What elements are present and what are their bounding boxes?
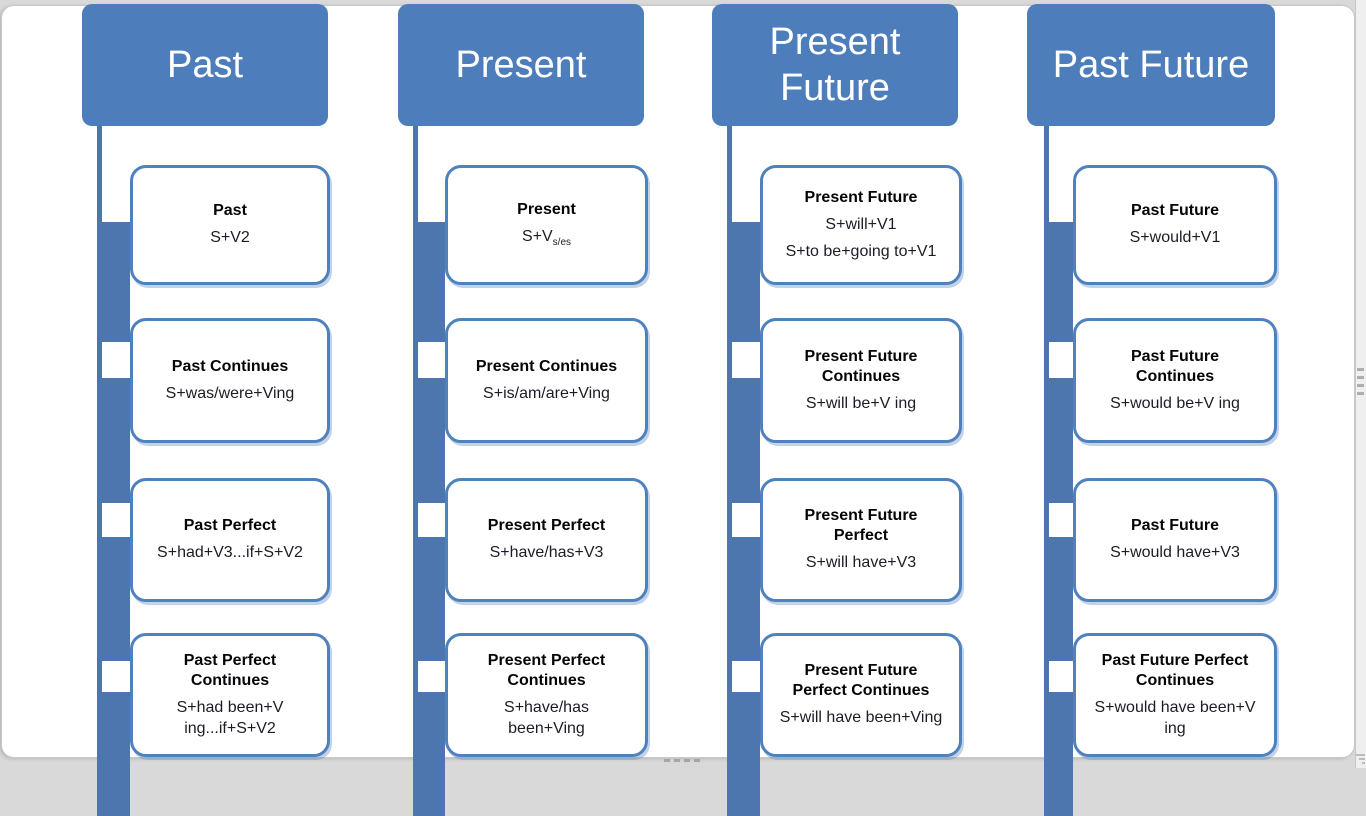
- tense-title: Past: [213, 202, 247, 220]
- connector-stub: [413, 692, 445, 816]
- tense-title: Past Future Continues: [1130, 347, 1219, 385]
- connector-stub: [727, 537, 760, 661]
- tense-title: Present: [517, 201, 576, 218]
- tense-box-past-perfect: Past Perfect S+had+V3...if+S+V2: [130, 478, 330, 602]
- tense-box-past-continues: Past Continues S+was/were+Ving: [130, 318, 330, 443]
- connector-stub: [1044, 378, 1073, 503]
- tense-box-present-future: Present Future S+will+V1 S+to be+going t…: [760, 165, 962, 285]
- tense-title: Past Future Perfect Continues: [1101, 652, 1249, 690]
- formula-main: S+V: [521, 228, 553, 245]
- column-header-present-future: Present Future: [712, 4, 958, 126]
- tense-title: Present Future Continues: [804, 347, 918, 385]
- connector-stub: [727, 692, 760, 816]
- connector-stub: [413, 378, 445, 503]
- tense-box-present-future-perfect: Present Future Perfect S+will have+V3: [760, 478, 962, 602]
- column-header-past-future: Past Future: [1027, 4, 1275, 126]
- connector-stub: [1044, 692, 1073, 816]
- tense-box-past-future-perfect: Past Future S+would have+V3: [1073, 478, 1277, 602]
- tense-box-present: Present S+Vs/es: [445, 165, 648, 285]
- connector-stub: [413, 222, 445, 342]
- tense-box-past-future: Past Future S+would+V1: [1073, 165, 1277, 285]
- tense-box-past-perfect-continues: Past Perfect Continues S+had been+V ing.…: [130, 633, 330, 757]
- tense-box-present-perfect-continues: Present Perfect Continues S+have/has bee…: [445, 633, 648, 757]
- tense-formula: S+was/were+Ving: [165, 384, 295, 402]
- tense-formula: S+would be+V ing: [1110, 394, 1240, 412]
- tense-title: Present Future: [804, 188, 918, 206]
- column-header-present: Present: [398, 4, 644, 126]
- tense-box-present-continues: Present Continues S+is/am/are+Ving: [445, 318, 648, 443]
- tense-title: Present Future Perfect Continues: [792, 662, 930, 700]
- tense-formula: S+V2: [210, 229, 250, 247]
- tense-box-past-future-perfect-continues: Past Future Perfect Continues S+would ha…: [1073, 633, 1277, 757]
- tense-formula: S+have/has+V3: [489, 544, 604, 562]
- tense-title: Past Future: [1130, 202, 1219, 220]
- tense-title: Present Future Perfect: [804, 507, 918, 545]
- tense-formula: S+would+V1: [1129, 229, 1221, 247]
- connector-stub: [1044, 222, 1073, 342]
- tense-formula: S+will+V1: [825, 215, 897, 233]
- tense-formula: S+will have been+Ving: [779, 709, 943, 727]
- scrollbar-grip[interactable]: [1357, 368, 1365, 400]
- connector-stub: [97, 537, 130, 661]
- tense-box-past: Past S+V2: [130, 165, 330, 285]
- tense-title: Present Perfect Continues: [487, 652, 606, 690]
- tense-box-present-perfect: Present Perfect S+have/has+V3: [445, 478, 648, 602]
- tense-formula: S+would have been+V ing: [1094, 699, 1256, 737]
- corner-resize-grip: [1356, 754, 1366, 766]
- tense-formula-2: S+to be+going to+V1: [785, 243, 937, 260]
- tense-formula: S+had been+V ing...if+S+V2: [176, 699, 284, 737]
- column-header-past: Past: [82, 4, 328, 126]
- tense-title: Past Continues: [171, 357, 289, 375]
- tense-box-present-future-perfect-continues: Present Future Perfect Continues S+will …: [760, 633, 962, 757]
- formula-subscript: s/es: [552, 237, 572, 249]
- tense-box-past-future-continues: Past Future Continues S+would be+V ing: [1073, 318, 1277, 443]
- tense-formula: S+is/am/are+Ving: [483, 384, 610, 402]
- tense-formula: S+have/has been+Ving: [504, 699, 589, 737]
- tense-formula: S+will be+V ing: [805, 394, 917, 412]
- tense-title: Present Perfect: [487, 517, 606, 535]
- tense-title: Past Perfect Continues: [183, 652, 277, 690]
- tense-formula: S+had+V3...if+S+V2: [157, 544, 303, 562]
- tense-formula: S+will have+V3: [805, 554, 917, 572]
- connector-stub: [97, 222, 130, 342]
- page-number-marks: [664, 759, 700, 762]
- tense-formula: S+Vs/es: [522, 227, 571, 250]
- connector-stub: [413, 537, 445, 661]
- tense-title: Past Perfect: [183, 517, 277, 535]
- connector-stub: [727, 378, 760, 503]
- tense-formula: S+would have+V3: [1110, 544, 1240, 562]
- connector-stub: [1044, 537, 1073, 661]
- connector-stub: [97, 692, 130, 816]
- tense-title: Past Future: [1130, 517, 1219, 535]
- tense-title: Present Continues: [475, 357, 618, 375]
- tense-box-present-future-continues: Present Future Continues S+will be+V ing: [760, 318, 962, 443]
- connector-stub: [97, 378, 130, 503]
- connector-stub: [727, 222, 760, 342]
